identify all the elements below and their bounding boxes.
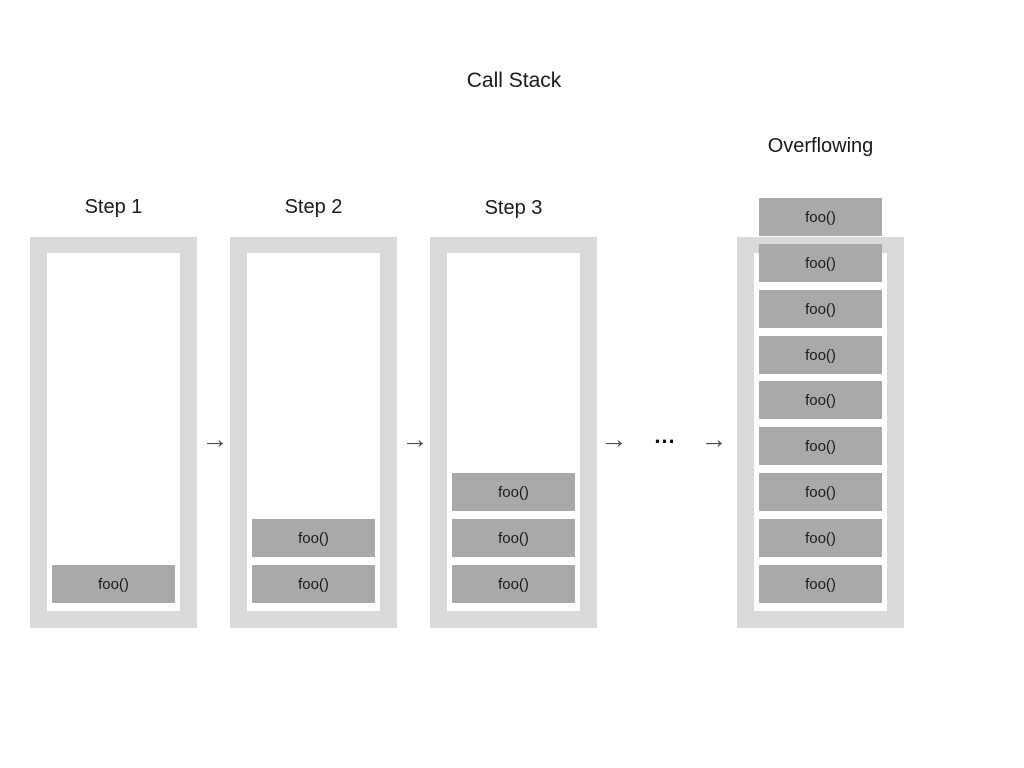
step1-label: Step 1	[84, 196, 143, 218]
stack-frame: foo()	[252, 519, 375, 557]
stack-frame: foo()	[252, 565, 375, 603]
stack-frame: foo()	[759, 473, 882, 511]
step2-label: Step 2	[284, 196, 343, 218]
ellipsis: …	[653, 423, 677, 448]
stack-frame: foo()	[759, 519, 882, 557]
stack-frame: foo()	[759, 290, 882, 328]
stack-frame: foo()	[759, 381, 882, 419]
diagram-title: Call Stack	[466, 69, 562, 92]
step1-stack-container: foo()	[30, 237, 197, 628]
stack-frame-overflow: foo()	[759, 198, 882, 236]
step1-stack-inner	[47, 253, 180, 611]
stack-frame: foo()	[759, 427, 882, 465]
step3-stack-inner	[447, 253, 580, 611]
stack-frame: foo()	[759, 336, 882, 374]
overflowing-stack-container: foo() foo() foo() foo() foo() foo() foo(…	[737, 198, 904, 628]
arrow-right-icon: →	[600, 424, 628, 454]
overflowing-label: Overflowing	[767, 135, 874, 157]
stack-frame-overflow: foo()	[759, 244, 882, 282]
arrow-right-icon: →	[700, 424, 728, 454]
stack-frame: foo()	[52, 565, 175, 603]
arrow-right-icon: →	[201, 424, 229, 454]
stack-frame: foo()	[452, 473, 575, 511]
step2-stack-container: foo() foo()	[230, 237, 397, 628]
step3-label: Step 3	[484, 197, 543, 219]
arrow-right-icon: →	[401, 424, 429, 454]
stack-frame: foo()	[759, 565, 882, 603]
stack-frame: foo()	[452, 565, 575, 603]
step2-stack-inner	[247, 253, 380, 611]
step3-stack-container: foo() foo() foo()	[430, 237, 597, 628]
stack-frame: foo()	[452, 519, 575, 557]
